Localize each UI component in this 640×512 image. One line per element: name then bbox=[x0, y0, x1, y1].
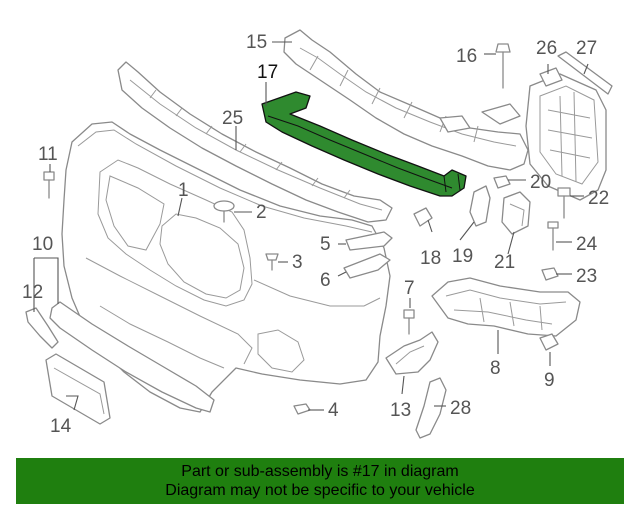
callout-28: 28 bbox=[450, 398, 471, 419]
banner-line-1: Part or sub-assembly is #17 in diagram bbox=[181, 463, 459, 480]
callout-23: 23 bbox=[576, 266, 597, 287]
part-16-bolt bbox=[495, 43, 511, 89]
part-4-nut bbox=[293, 403, 311, 415]
callout-12: 12 bbox=[22, 282, 43, 303]
leader-lines bbox=[33, 41, 589, 411]
part-21-bracket bbox=[501, 191, 531, 235]
callout-19: 19 bbox=[452, 246, 473, 267]
callout-8: 8 bbox=[490, 358, 501, 379]
part-19-bracket bbox=[469, 185, 491, 227]
part-5-bracket bbox=[345, 231, 393, 251]
callout-20: 20 bbox=[530, 172, 551, 193]
part-6-bracket bbox=[343, 253, 391, 279]
part-1-bumper-cover bbox=[61, 121, 391, 413]
part-18-clip bbox=[413, 207, 433, 227]
callout-13: 13 bbox=[390, 400, 411, 421]
callout-22: 22 bbox=[588, 188, 609, 209]
part-12-side-trim bbox=[25, 307, 59, 349]
parts-diagram: 15 17 25 1 2 3 4 5 6 7 8 9 10 11 12 13 1… bbox=[22, 29, 613, 439]
callout-3: 3 bbox=[292, 252, 303, 273]
part-15-upper-support bbox=[283, 29, 529, 171]
callout-5: 5 bbox=[320, 234, 331, 255]
part-3-screw bbox=[265, 253, 279, 271]
part-22-bolt bbox=[557, 187, 571, 219]
part-17-impact-bar[interactable] bbox=[261, 91, 467, 197]
callouts: 15 17 25 1 2 3 4 5 6 7 8 9 10 11 12 13 1… bbox=[22, 32, 609, 437]
part-9-clip bbox=[539, 333, 559, 351]
part-24-bolt bbox=[547, 221, 559, 251]
callout-11: 11 bbox=[38, 144, 58, 165]
callout-2: 2 bbox=[256, 202, 267, 223]
part-13-small-bracket bbox=[385, 331, 439, 375]
part-7-bolt bbox=[403, 309, 415, 335]
part-27-plate bbox=[557, 51, 613, 95]
part-28-trim-strip bbox=[415, 377, 447, 439]
banner-line-2: Diagram may not be specific to your vehi… bbox=[165, 482, 475, 499]
part-info-banner: Part or sub-assembly is #17 in diagram D… bbox=[16, 458, 624, 504]
callout-24: 24 bbox=[576, 234, 598, 255]
part-10-lower-trim bbox=[49, 301, 215, 413]
callout-4: 4 bbox=[328, 400, 339, 421]
callout-7: 7 bbox=[404, 278, 415, 299]
part-23-nut bbox=[541, 267, 559, 281]
part-2-fastener bbox=[213, 200, 235, 223]
callout-21: 21 bbox=[494, 252, 515, 273]
callout-16: 16 bbox=[456, 46, 477, 67]
callout-10: 10 bbox=[32, 234, 53, 255]
callout-27: 27 bbox=[576, 38, 597, 59]
part-14-plate-bracket bbox=[45, 353, 111, 425]
callout-6: 6 bbox=[320, 270, 331, 291]
callout-15: 15 bbox=[246, 32, 267, 53]
part-25-upper-absorber bbox=[117, 61, 393, 223]
callout-18: 18 bbox=[420, 248, 441, 269]
callout-26: 26 bbox=[536, 38, 557, 59]
part-26-side-bracket bbox=[525, 67, 607, 201]
callout-1: 1 bbox=[178, 180, 189, 201]
callout-9: 9 bbox=[544, 370, 555, 391]
part-20-nut bbox=[493, 175, 511, 189]
part-8-lower-bracket bbox=[431, 277, 581, 337]
callout-25: 25 bbox=[222, 108, 243, 129]
callout-17: 17 bbox=[257, 62, 278, 83]
callout-14: 14 bbox=[50, 416, 72, 437]
part-11-bolt bbox=[43, 171, 55, 199]
